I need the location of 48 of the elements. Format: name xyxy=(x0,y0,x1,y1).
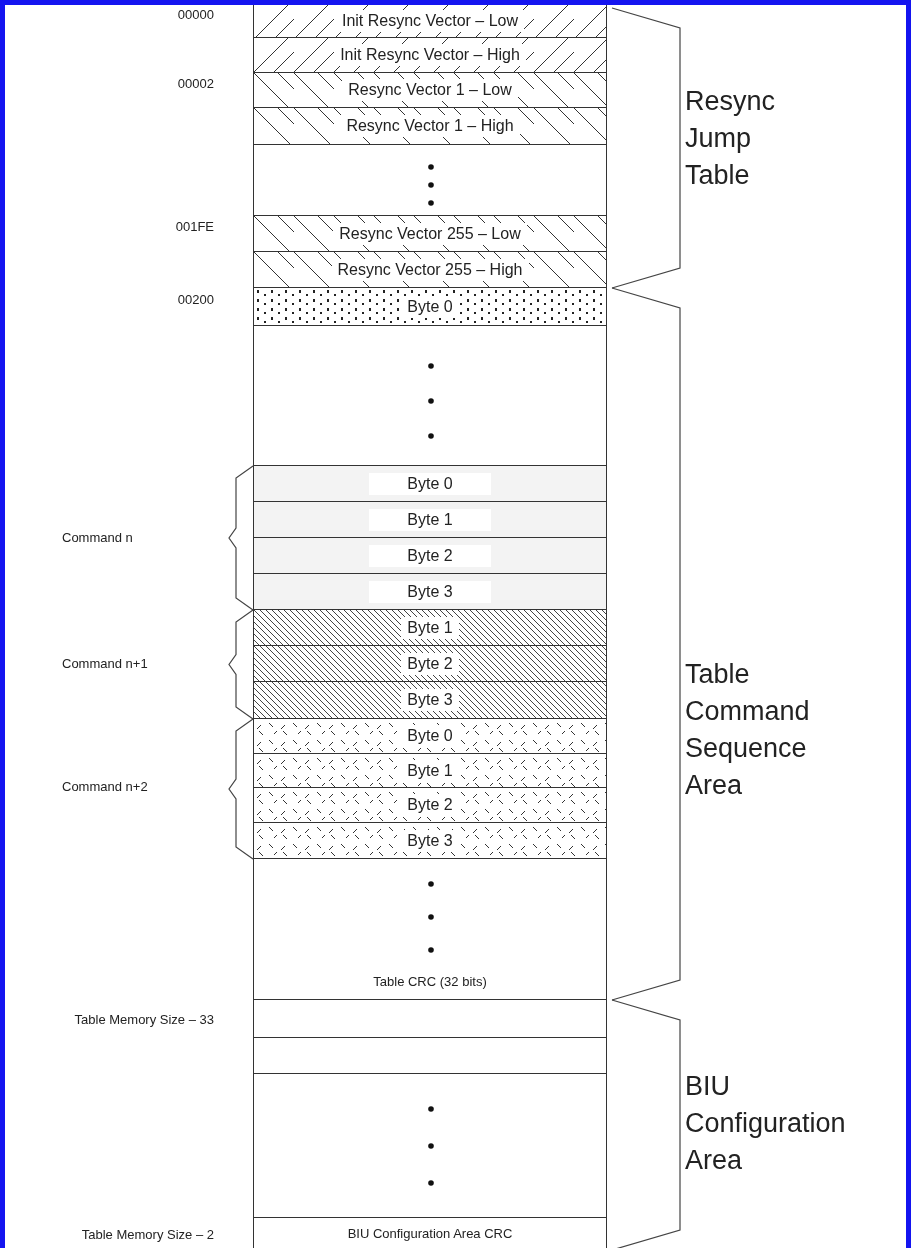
row-label: BIU Configuration Area CRC xyxy=(347,1224,513,1243)
region-label: Table Command Sequence Area xyxy=(685,658,810,802)
row-label: Resync Vector 255 – Low xyxy=(333,222,527,245)
row-label: Byte 0 xyxy=(369,472,491,495)
memory-row xyxy=(253,537,607,574)
row-label: Byte 2 xyxy=(401,652,459,675)
memory-row xyxy=(253,4,607,38)
memory-row xyxy=(253,645,607,682)
row-label: Table CRC (32 bits) xyxy=(373,973,487,991)
memory-row xyxy=(253,107,607,145)
memory-row xyxy=(253,72,607,108)
command-label: Command n+2 xyxy=(62,779,148,795)
memory-row xyxy=(253,1073,607,1218)
memory-row xyxy=(253,573,607,610)
row-label: Resync Vector 255 – High xyxy=(331,258,529,281)
memory-row xyxy=(253,609,607,646)
memory-row xyxy=(253,215,607,252)
memory-row xyxy=(253,787,607,823)
memory-row xyxy=(253,681,607,719)
address-label: 001FE xyxy=(175,218,214,234)
memory-row xyxy=(253,251,607,288)
memory-row xyxy=(253,144,607,216)
address-label: 00002 xyxy=(177,75,214,90)
command-label: Command n xyxy=(62,530,133,546)
memory-row xyxy=(253,325,607,466)
address-label: 00000 xyxy=(177,6,214,21)
memory-row xyxy=(253,501,607,538)
row-label: Byte 3 xyxy=(369,580,491,603)
command-label: Command n+1 xyxy=(62,656,148,672)
region-label: Resync Jump Table xyxy=(685,84,776,192)
memory-row xyxy=(253,1037,607,1074)
row-label: Byte 2 xyxy=(369,544,491,567)
address-label: Table Memory Size – 33 xyxy=(74,1011,214,1027)
memory-row xyxy=(253,465,607,502)
address-label: Table Memory Size – 2 xyxy=(81,1226,214,1242)
memory-row xyxy=(253,822,607,859)
memory-row xyxy=(253,858,607,1000)
address-label: 00200 xyxy=(177,291,214,307)
memory-row xyxy=(253,287,607,326)
row-label: Resync Vector 1 – Low xyxy=(342,79,518,101)
region-label: BIU Configuration Area xyxy=(685,1069,846,1177)
memory-row xyxy=(253,753,607,788)
row-label: Byte 1 xyxy=(369,508,491,531)
memory-row xyxy=(253,1217,607,1248)
row-label: Resync Vector 1 – High xyxy=(340,115,520,137)
memory-row xyxy=(253,37,607,73)
memory-row xyxy=(253,999,607,1038)
memory-row xyxy=(253,718,607,754)
